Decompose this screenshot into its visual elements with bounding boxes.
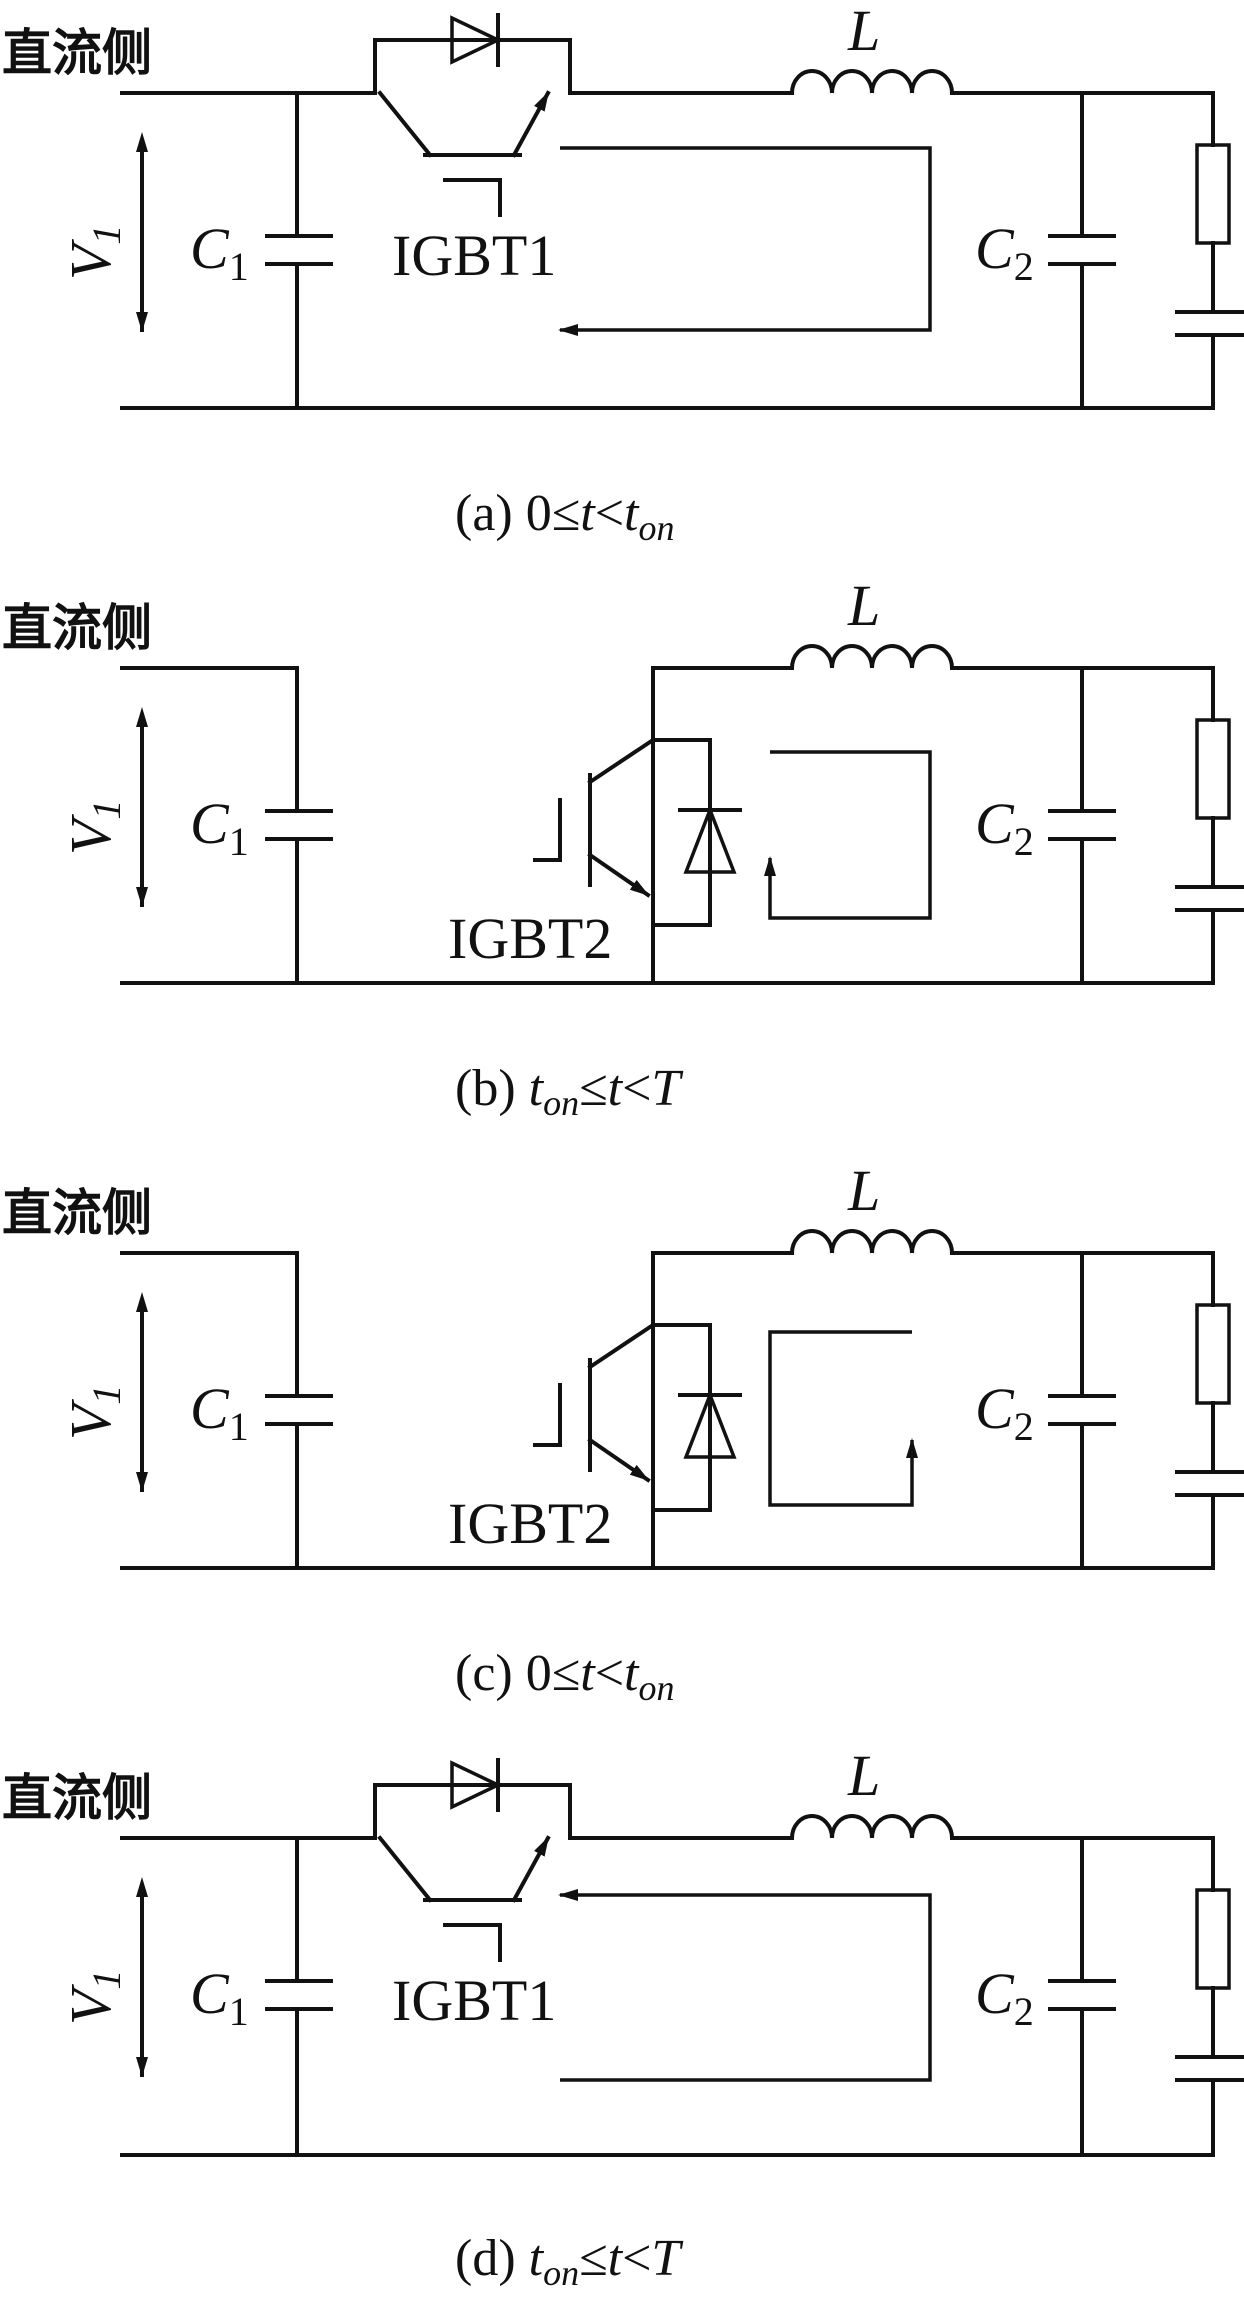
c2-label: C2	[975, 1961, 1034, 2034]
load-resistor	[1195, 1303, 1231, 1405]
l-label: L	[847, 1743, 880, 1808]
caption-a: (a) 0≤t<ton	[455, 485, 675, 548]
diode-loop-wire	[651, 1323, 712, 1512]
c1-label: C1	[190, 1961, 249, 2034]
c2-label: C2	[975, 216, 1034, 289]
caption-d: (d) ton≤t<T	[455, 2230, 683, 2293]
igbt1-gate	[443, 1923, 502, 1962]
igbt2-collector	[587, 737, 656, 785]
c2-label: C2	[975, 1376, 1034, 1449]
diode-triangle	[683, 1390, 737, 1459]
igbt1-gate	[443, 178, 502, 217]
l-label: L	[847, 0, 880, 63]
igbt1-emitter	[511, 90, 551, 158]
load-resistor	[1195, 143, 1231, 245]
c1-label: C1	[190, 791, 249, 864]
l-label: L	[847, 1158, 880, 1223]
igbt2-gate	[533, 1383, 562, 1447]
current-path-arrow	[768, 1330, 918, 1507]
dc-side-label: 直流侧	[2, 599, 152, 657]
v1-label: V1	[58, 800, 129, 855]
dc-side-label: 直流侧	[2, 24, 152, 82]
v1-label: V1	[58, 225, 129, 280]
diode-triangle	[450, 1760, 503, 1810]
panel-c: 直流侧 V1 C1 IGBT2 L C2 (c) 0≤t<to	[2, 1158, 1244, 1708]
igbt1-emitter	[511, 1835, 551, 1903]
panel-d: 直流侧 V1 C1 IGBT1 L C2 (d) ton≤t<T	[2, 1743, 1244, 2293]
inductor-coil	[789, 69, 955, 96]
diode-bypass-wire	[373, 38, 572, 95]
current-path-arrow	[558, 1889, 932, 2082]
current-path-arrow	[764, 750, 932, 920]
diode-bypass-wire	[373, 1783, 572, 1840]
load-resistor	[1195, 718, 1231, 820]
igbt1-label: IGBT1	[392, 1968, 556, 2033]
dc-side-label: 直流侧	[2, 1769, 152, 1827]
igbt2-emitter	[587, 852, 651, 898]
igbt2-collector	[587, 1322, 656, 1370]
load-resistor	[1195, 1888, 1231, 1990]
igbt2-label: IGBT2	[448, 1491, 612, 1556]
caption-c: (c) 0≤t<ton	[455, 1645, 675, 1708]
v1-label: V1	[58, 1970, 129, 2025]
panel-b: 直流侧 V1 C1 IGBT2 L C2 (b) t	[2, 573, 1244, 1123]
c2-label: C2	[975, 791, 1034, 864]
igbt2-label: IGBT2	[448, 906, 612, 971]
diode-triangle	[450, 15, 503, 65]
diode-triangle	[683, 805, 737, 874]
diode-loop-wire	[651, 738, 712, 927]
igbt2-emitter	[587, 1437, 651, 1483]
igbt1-collector	[377, 90, 433, 158]
panel-a: 直流侧 V1 C1 IGBT1 L C2	[2, 0, 1244, 548]
dc-side-label: 直流侧	[2, 1184, 152, 1242]
inductor-coil	[789, 1229, 955, 1256]
inductor-coil	[789, 644, 955, 671]
c1-label: C1	[190, 1376, 249, 1449]
c1-label: C1	[190, 216, 249, 289]
inductor-coil	[789, 1814, 955, 1841]
l-label: L	[847, 573, 880, 638]
igbt1-collector	[377, 1835, 433, 1903]
caption-b: (b) ton≤t<T	[455, 1060, 683, 1123]
igbt2-gate	[533, 798, 562, 862]
current-path-arrow	[558, 146, 932, 336]
v1-label: V1	[58, 1385, 129, 1440]
igbt1-label: IGBT1	[392, 223, 556, 288]
